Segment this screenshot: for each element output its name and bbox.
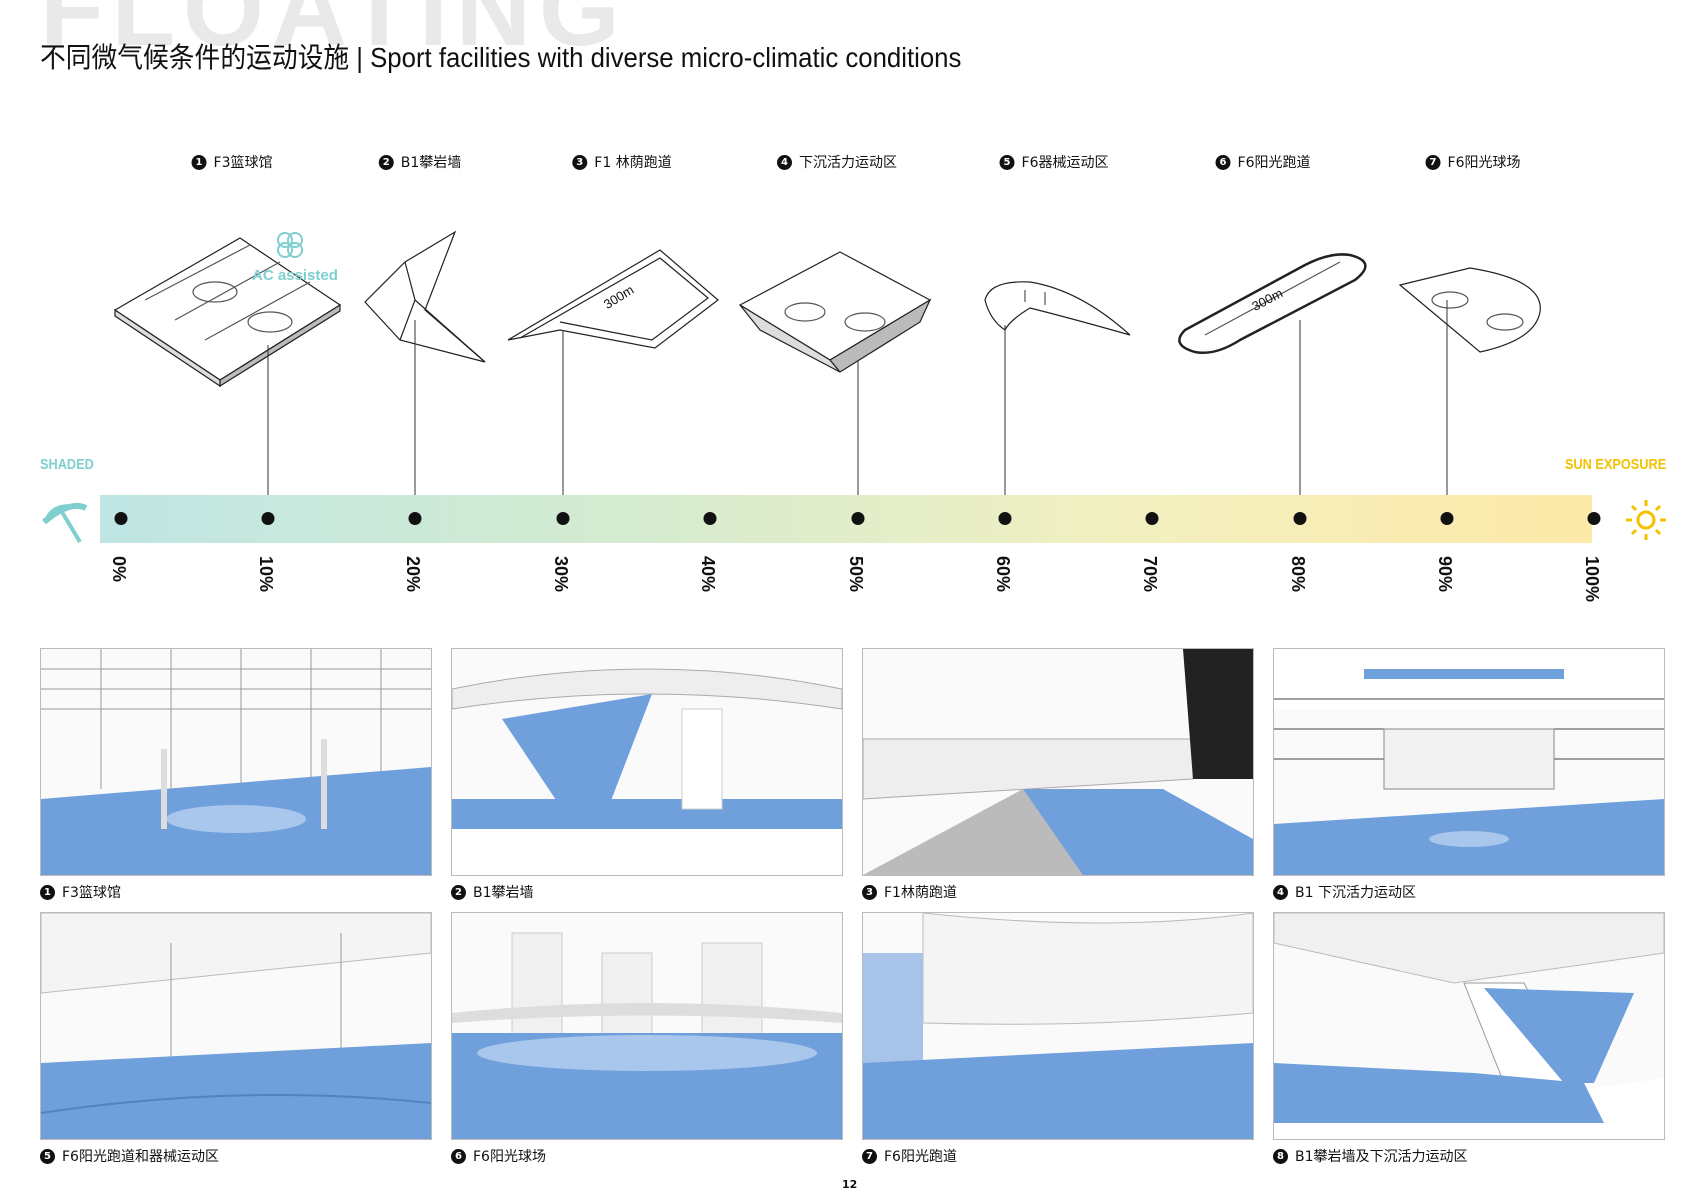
photo-caption-6: 6 F6阳光球场 — [451, 1146, 546, 1166]
caption-text: F6阳光球场 — [473, 1149, 546, 1165]
scale-dot — [1293, 512, 1307, 525]
scale-dot — [1587, 512, 1601, 525]
shaded-label: SHADED — [40, 456, 94, 473]
caption-text: F6阳光跑道和器械运动区 — [62, 1149, 219, 1165]
ghost-heading: FLOATING — [40, 0, 628, 68]
caption-text: F3篮球馆 — [62, 885, 121, 901]
scale-dot — [703, 512, 717, 525]
caption-text: B1攀岩墙 — [473, 885, 534, 901]
caption-text: B1攀岩墙及下沉活力运动区 — [1295, 1149, 1468, 1165]
photo-sunny-court — [451, 912, 843, 1140]
photo-caption-7: 7 F6阳光跑道 — [862, 1146, 957, 1166]
page-number: 12 — [842, 1178, 858, 1191]
facility-name: F3篮球馆 — [213, 155, 273, 171]
facility-label-3: 3 F1 林荫跑道 — [572, 152, 672, 172]
tick-label: 70% — [1140, 556, 1160, 593]
tick-label: 10% — [256, 556, 276, 593]
photo-track-equipment — [40, 912, 432, 1140]
facility-label-1: 1 F3篮球馆 — [191, 152, 273, 172]
facility-name: 下沉活力运动区 — [799, 155, 897, 171]
number-badge: 4 — [1273, 884, 1288, 900]
number-badge: 6 — [451, 1148, 466, 1164]
photo-shaded-track — [862, 648, 1254, 876]
photo-caption-1: 1 F3篮球馆 — [40, 882, 121, 902]
number-badge: 8 — [1273, 1148, 1288, 1164]
axon-shaded-track — [507, 249, 719, 349]
scale-dot — [998, 512, 1012, 525]
axon-sunny-court — [1398, 267, 1541, 353]
caption-text: B1 下沉活力运动区 — [1295, 885, 1416, 901]
scale-dot — [408, 512, 422, 525]
photo-basketball-hall — [40, 648, 432, 876]
axon-equipment-zone — [984, 281, 1131, 336]
facility-label-5: 5 F6器械运动区 — [999, 152, 1109, 172]
facility-axonometrics: AC assisted 300m 300m — [42, 230, 1666, 544]
number-badge: 1 — [40, 884, 55, 900]
tick-label: 0% — [109, 556, 129, 583]
photo-climbing-wall — [451, 648, 843, 876]
sun-exposure-label: SUN EXPOSURE — [1564, 456, 1666, 473]
facility-name: F6阳光跑道 — [1237, 155, 1311, 171]
photo-sunny-track — [862, 912, 1254, 1140]
tick-label: 20% — [403, 556, 423, 593]
photo-wall-sunken — [1273, 912, 1665, 1140]
scale-dot — [261, 512, 275, 525]
axon-climbing-wall — [364, 230, 486, 363]
facility-label-7: 7 F6阳光球场 — [1425, 152, 1521, 172]
tick-label: 60% — [993, 556, 1013, 593]
ac-assisted-label: AC assisted — [252, 267, 338, 284]
caption-text: F1林荫跑道 — [884, 885, 957, 901]
number-badge: 3 — [862, 884, 877, 900]
tick-label: 50% — [846, 556, 866, 593]
scale-dot — [1145, 512, 1159, 525]
facility-label-6: 6 F6阳光跑道 — [1215, 152, 1311, 172]
scale-dot — [851, 512, 865, 525]
number-badge: 2 — [378, 154, 394, 170]
number-badge: 1 — [191, 154, 207, 170]
number-badge: 5 — [999, 154, 1015, 170]
number-badge: 7 — [1425, 154, 1441, 170]
photo-caption-2: 2 B1攀岩墙 — [451, 882, 534, 902]
number-badge: 7 — [862, 1148, 877, 1164]
sun-icon — [1626, 500, 1666, 540]
photo-caption-8: 8 B1攀岩墙及下沉活力运动区 — [1273, 1146, 1468, 1166]
facility-label-2: 2 B1攀岩墙 — [378, 152, 462, 172]
umbrella-icon — [42, 502, 88, 544]
tick-label: 30% — [551, 556, 571, 593]
facility-name: B1攀岩墙 — [400, 155, 462, 171]
page-title: 不同微气候条件的运动设施 | Sport facilities with div… — [40, 42, 962, 73]
exposure-gradient-bar — [100, 495, 1592, 543]
caption-text: F6阳光跑道 — [884, 1149, 957, 1165]
scale-dot — [556, 512, 570, 525]
tick-label: 90% — [1435, 556, 1455, 593]
number-badge: 5 — [40, 1148, 55, 1164]
number-badge: 4 — [777, 154, 792, 170]
axon-sunny-track — [1178, 253, 1367, 354]
facility-label-4: 4 下沉活力运动区 — [777, 152, 897, 172]
tick-label: 80% — [1288, 556, 1308, 593]
ac-icon — [277, 232, 303, 258]
photo-caption-5: 5 F6阳光跑道和器械运动区 — [40, 1146, 219, 1166]
number-badge: 3 — [572, 154, 588, 170]
photo-caption-4: 4 B1 下沉活力运动区 — [1273, 882, 1416, 902]
photo-caption-3: 3 F1林荫跑道 — [862, 882, 957, 902]
tick-label: 100% — [1582, 556, 1602, 603]
photo-sunken-zone — [1273, 648, 1665, 876]
facility-name: F6阳光球场 — [1447, 155, 1521, 171]
tick-label: 40% — [698, 556, 718, 593]
axon-sunken-zone — [738, 251, 932, 373]
number-badge: 2 — [451, 884, 466, 900]
axon-basketball-hall — [113, 237, 342, 388]
facility-name: F6器械运动区 — [1021, 155, 1109, 171]
scale-dot — [114, 512, 128, 525]
number-badge: 6 — [1215, 154, 1231, 170]
scale-dot — [1440, 512, 1454, 525]
facility-name: F1 林荫跑道 — [594, 155, 672, 171]
